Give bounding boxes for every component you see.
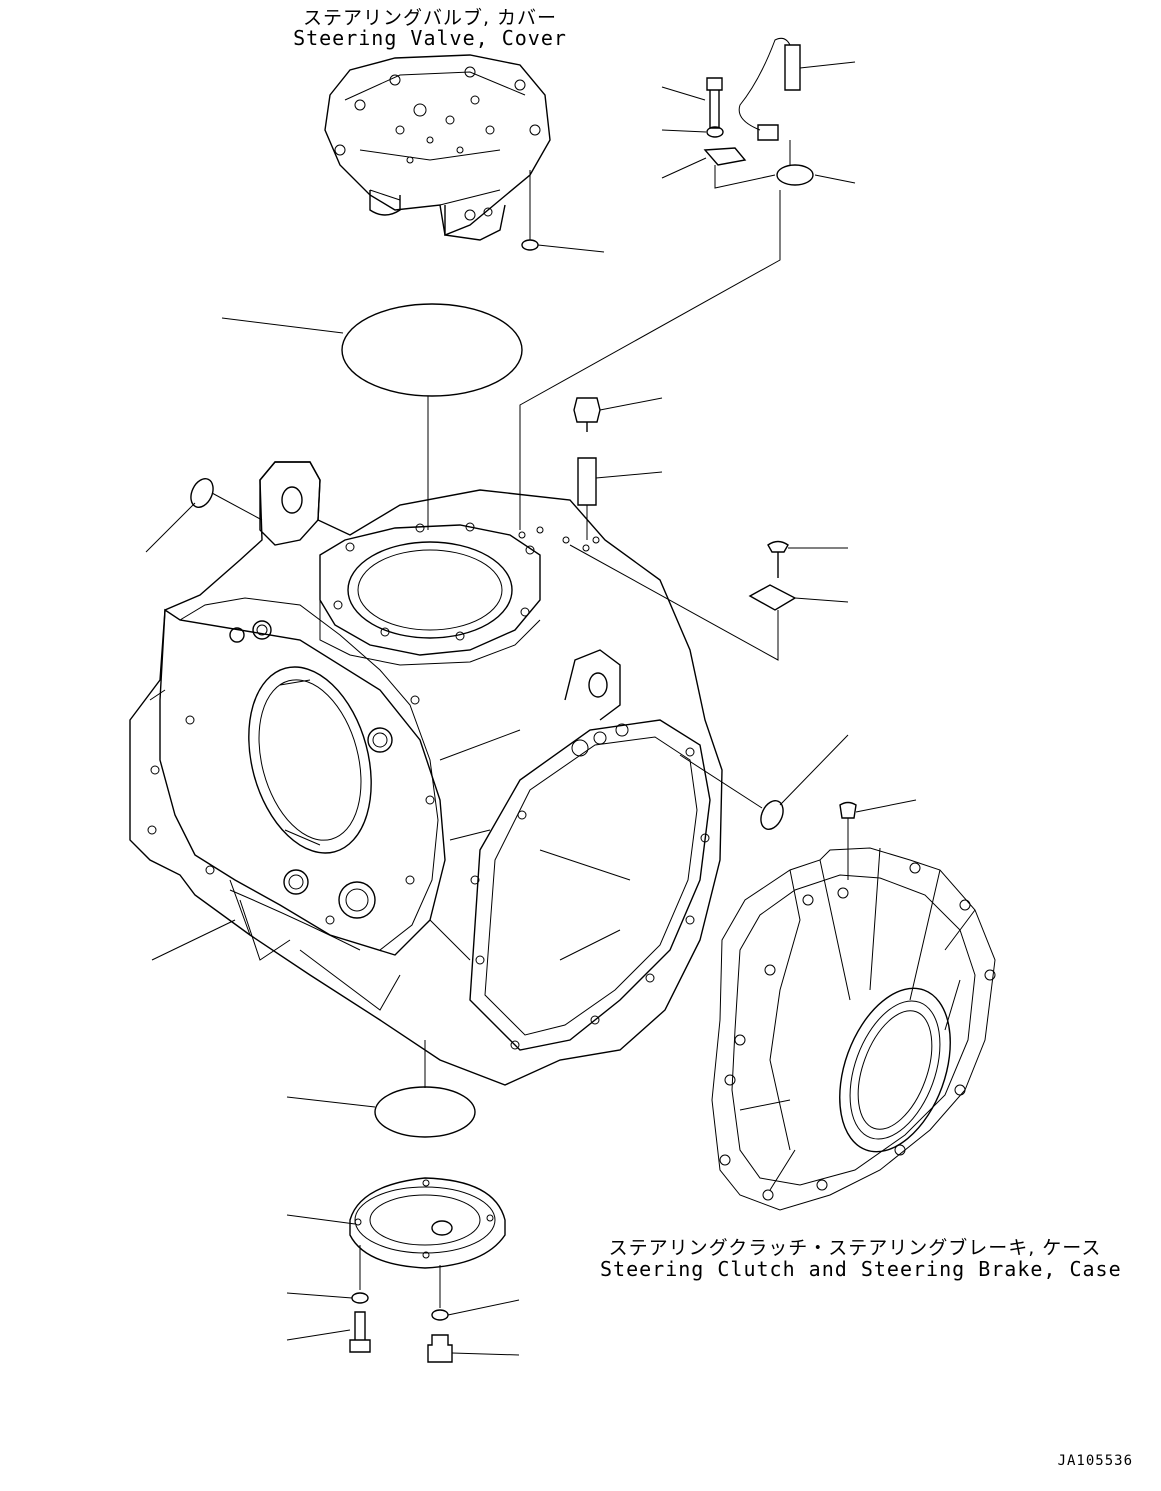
- case-label-en: Steering Clutch and Steering Brake, Case: [600, 1257, 1122, 1281]
- bottom-oring: [286, 1040, 476, 1138]
- side-oring-left: [145, 478, 263, 553]
- housing-detail-dots: [518, 526, 600, 552]
- valve-cover-oring: [521, 170, 605, 253]
- reference-code: JA105536: [1057, 1453, 1133, 1469]
- sensor-parts: [519, 37, 856, 530]
- valve-cover-label-en: Steering Valve, Cover: [293, 26, 567, 50]
- steering-case-housing: [129, 461, 723, 1086]
- side-oring-right: [679, 734, 849, 830]
- steering-clutch-brake-case: [711, 799, 996, 1211]
- bottom-bolts: [286, 1245, 520, 1363]
- case-label-jp: ステアリングクラッチ・ステアリングブレーキ, ケース: [608, 1237, 1102, 1259]
- breather-plug: [573, 397, 663, 540]
- case-leader-line: [151, 919, 236, 961]
- large-oring: [221, 303, 523, 530]
- valve-cover-label-jp: ステアリングバルブ, カバー: [302, 7, 558, 29]
- steering-valve-cover-assembly: [324, 54, 551, 241]
- bottom-cover: [286, 1177, 506, 1269]
- plate-and-bolt: [569, 540, 849, 661]
